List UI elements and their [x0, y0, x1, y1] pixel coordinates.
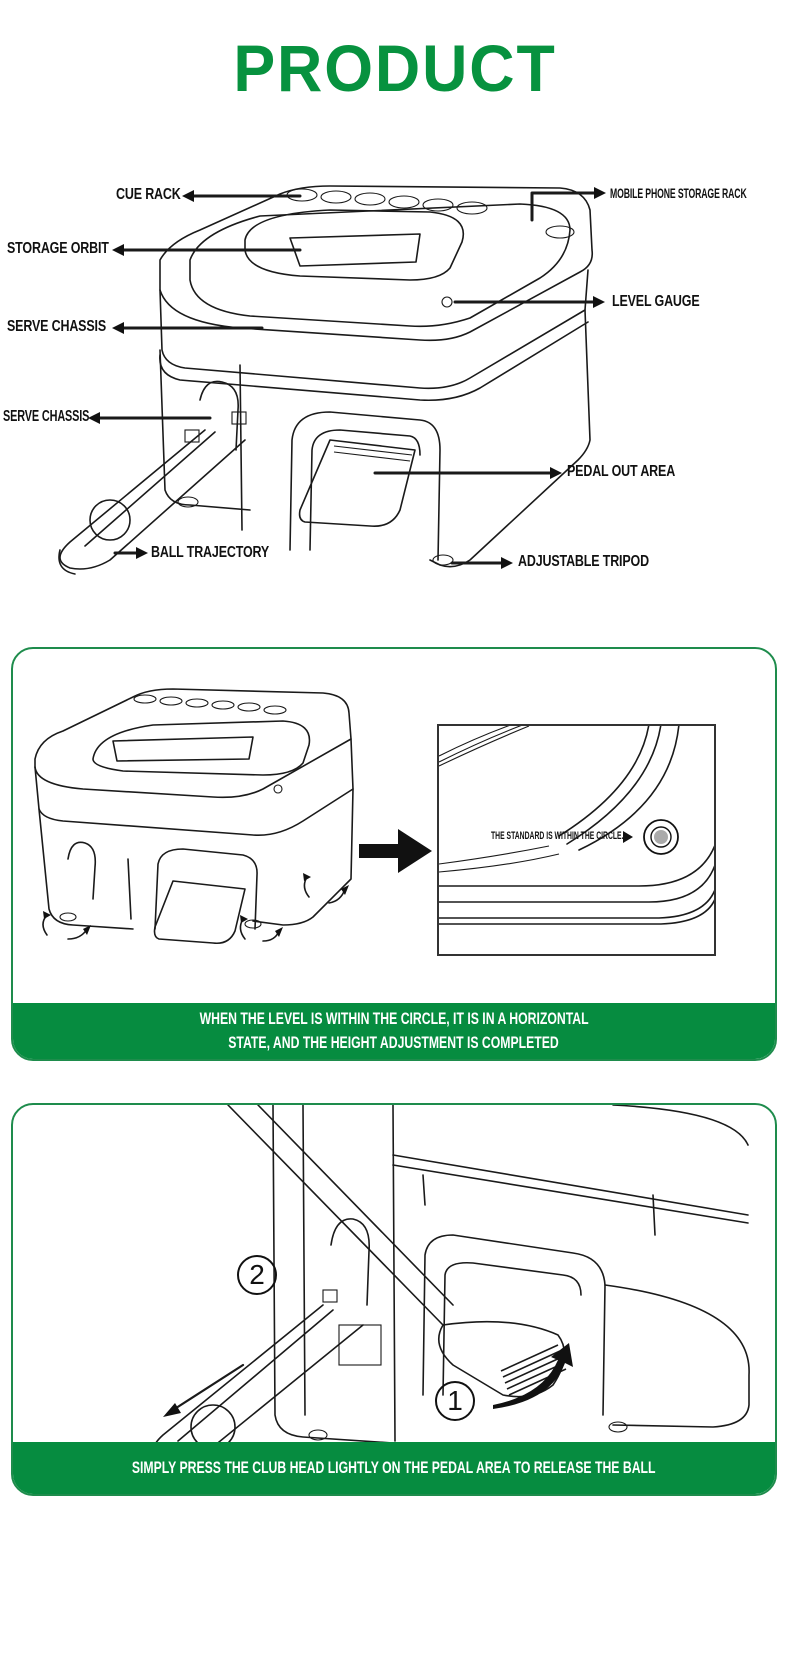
arrow-icon	[623, 831, 633, 843]
product-diagram: CUE RACK STORAGE ORBIT SERVE CHASSIS SER…	[0, 150, 790, 630]
level-caption-bar: WHEN THE LEVEL IS WITHIN THE CIRCLE, IT …	[13, 1003, 775, 1059]
caption-line-1: WHEN THE LEVEL IS WITHIN THE CIRCLE, IT …	[199, 1009, 589, 1028]
golf-ball	[89, 499, 131, 541]
press-arrow	[493, 1343, 573, 1409]
label-arrows	[88, 187, 606, 569]
level-circle	[643, 819, 679, 855]
level-adjustment-panel: THE STANDARD IS WITHIN THE CIRCLE. WHEN …	[11, 647, 777, 1061]
step-1-badge: 1	[435, 1381, 475, 1421]
label-serve-chassis-lower: SERVE CHASSIS	[3, 408, 90, 425]
release-panel-line-art	[151, 1105, 750, 1470]
label-pedal-out-area: PEDAL OUT AREA	[567, 463, 676, 480]
caption-line-2: STATE, AND THE HEIGHT ADJUSTMENT IS COMP…	[228, 1033, 560, 1052]
label-cue-rack: CUE RACK	[116, 186, 181, 203]
label-mobile-phone-storage-rack: MOBILE PHONE STORAGE RACK	[610, 185, 747, 201]
inset-label: THE STANDARD IS WITHIN THE CIRCLE.	[491, 830, 624, 842]
tripod-foot	[432, 554, 454, 566]
cue-rack-holes	[286, 188, 575, 239]
product-line-art	[58, 185, 606, 575]
closeup-line-art	[439, 726, 714, 925]
label-level-gauge: LEVEL GAUGE	[612, 293, 700, 310]
pedal-plate	[153, 880, 246, 945]
level-bubble	[654, 830, 668, 844]
cue-rack-holes	[133, 694, 287, 715]
release-caption-bar: SIMPLY PRESS THE CLUB HEAD LIGHTLY ON TH…	[13, 1442, 775, 1494]
club-head	[437, 1320, 566, 1398]
label-serve-chassis-upper: SERVE CHASSIS	[7, 318, 107, 335]
level-gauge-closeup: THE STANDARD IS WITHIN THE CIRCLE.	[437, 724, 716, 956]
level-panel-line-art	[34, 688, 432, 945]
rotate-arrows	[42, 873, 349, 942]
label-ball-trajectory: BALL TRAJECTORY	[151, 544, 270, 561]
ball-release-panel: 1 2 SIMPLY PRESS THE CLUB HEAD LIGHTLY O…	[11, 1103, 777, 1496]
tripod-foot	[177, 496, 199, 508]
step-2-badge: 2	[237, 1255, 277, 1295]
pedal-plate	[298, 439, 416, 527]
level-gauge-dot	[441, 296, 453, 308]
arrow-right-icon	[359, 829, 432, 873]
page-title: PRODUCT	[233, 31, 557, 105]
label-adjustable-tripod: ADJUSTABLE TRIPOD	[518, 553, 649, 570]
label-storage-orbit: STORAGE ORBIT	[7, 240, 109, 257]
release-caption: SIMPLY PRESS THE CLUB HEAD LIGHTLY ON TH…	[132, 1458, 656, 1477]
ball-direction-arrow	[171, 1363, 245, 1412]
